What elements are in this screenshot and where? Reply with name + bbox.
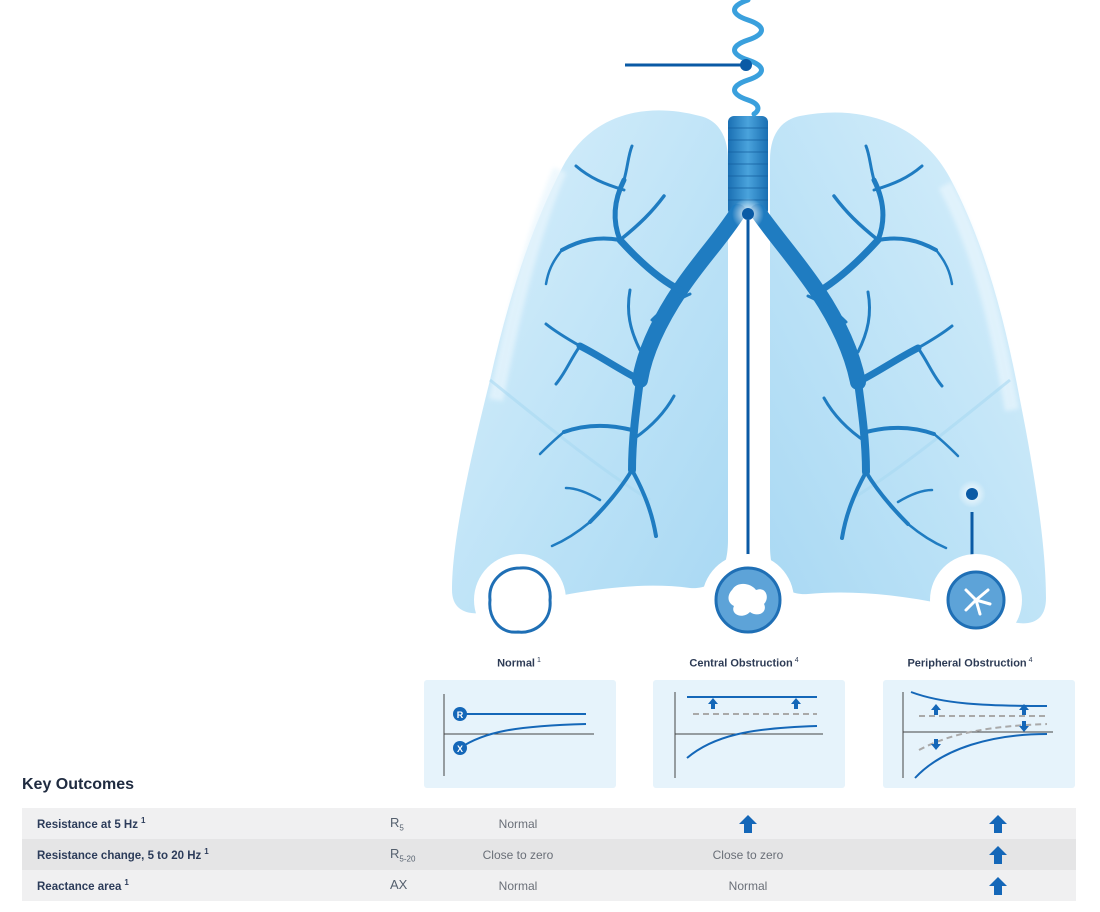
peripheral-up-arrow-icon bbox=[920, 808, 1076, 839]
normal-value: Normal bbox=[460, 870, 576, 901]
central-obstruction-airway-icon bbox=[702, 554, 794, 646]
peripheral-obstruction-graph bbox=[883, 680, 1075, 788]
central-value: Close to zero bbox=[576, 839, 920, 870]
peripheral-obstruction-airway-icon bbox=[930, 554, 1022, 646]
outcome-symbol: R5-20 bbox=[390, 839, 460, 870]
normal-graph: R X bbox=[424, 680, 616, 788]
peripheral-marker-dot bbox=[966, 488, 978, 500]
down-arrow-icon bbox=[1019, 721, 1029, 732]
up-arrow-icon bbox=[708, 698, 718, 709]
normal-value: Normal bbox=[460, 808, 576, 839]
wave-marker-dot bbox=[740, 59, 752, 71]
normal-value: Close to zero bbox=[460, 839, 576, 870]
central-up-arrow-icon bbox=[576, 808, 920, 839]
normal-airway-icon bbox=[474, 554, 566, 646]
trachea bbox=[728, 116, 768, 216]
oscillation-wave bbox=[732, 0, 764, 117]
central-marker-dot bbox=[742, 208, 754, 220]
down-arrow-icon bbox=[931, 739, 941, 750]
central-obstruction-graph bbox=[653, 680, 845, 788]
up-arrow-icon bbox=[1019, 704, 1029, 715]
up-arrow-icon bbox=[931, 704, 941, 715]
central-value: Normal bbox=[576, 870, 920, 901]
svg-text:X: X bbox=[457, 744, 463, 754]
outcome-symbol: AX bbox=[390, 870, 460, 901]
bronchial-tree bbox=[538, 144, 960, 550]
up-arrow-icon bbox=[791, 698, 801, 709]
x-marker bbox=[453, 741, 467, 755]
svg-text:R: R bbox=[457, 710, 464, 720]
outcome-symbol: R5 bbox=[390, 808, 460, 839]
key-outcomes-title: Key Outcomes bbox=[22, 776, 135, 793]
peripheral-up-arrow-icon bbox=[920, 870, 1076, 901]
peripheral-up-arrow-icon bbox=[920, 839, 1076, 870]
r-marker bbox=[453, 707, 467, 721]
left-lung bbox=[452, 110, 728, 614]
